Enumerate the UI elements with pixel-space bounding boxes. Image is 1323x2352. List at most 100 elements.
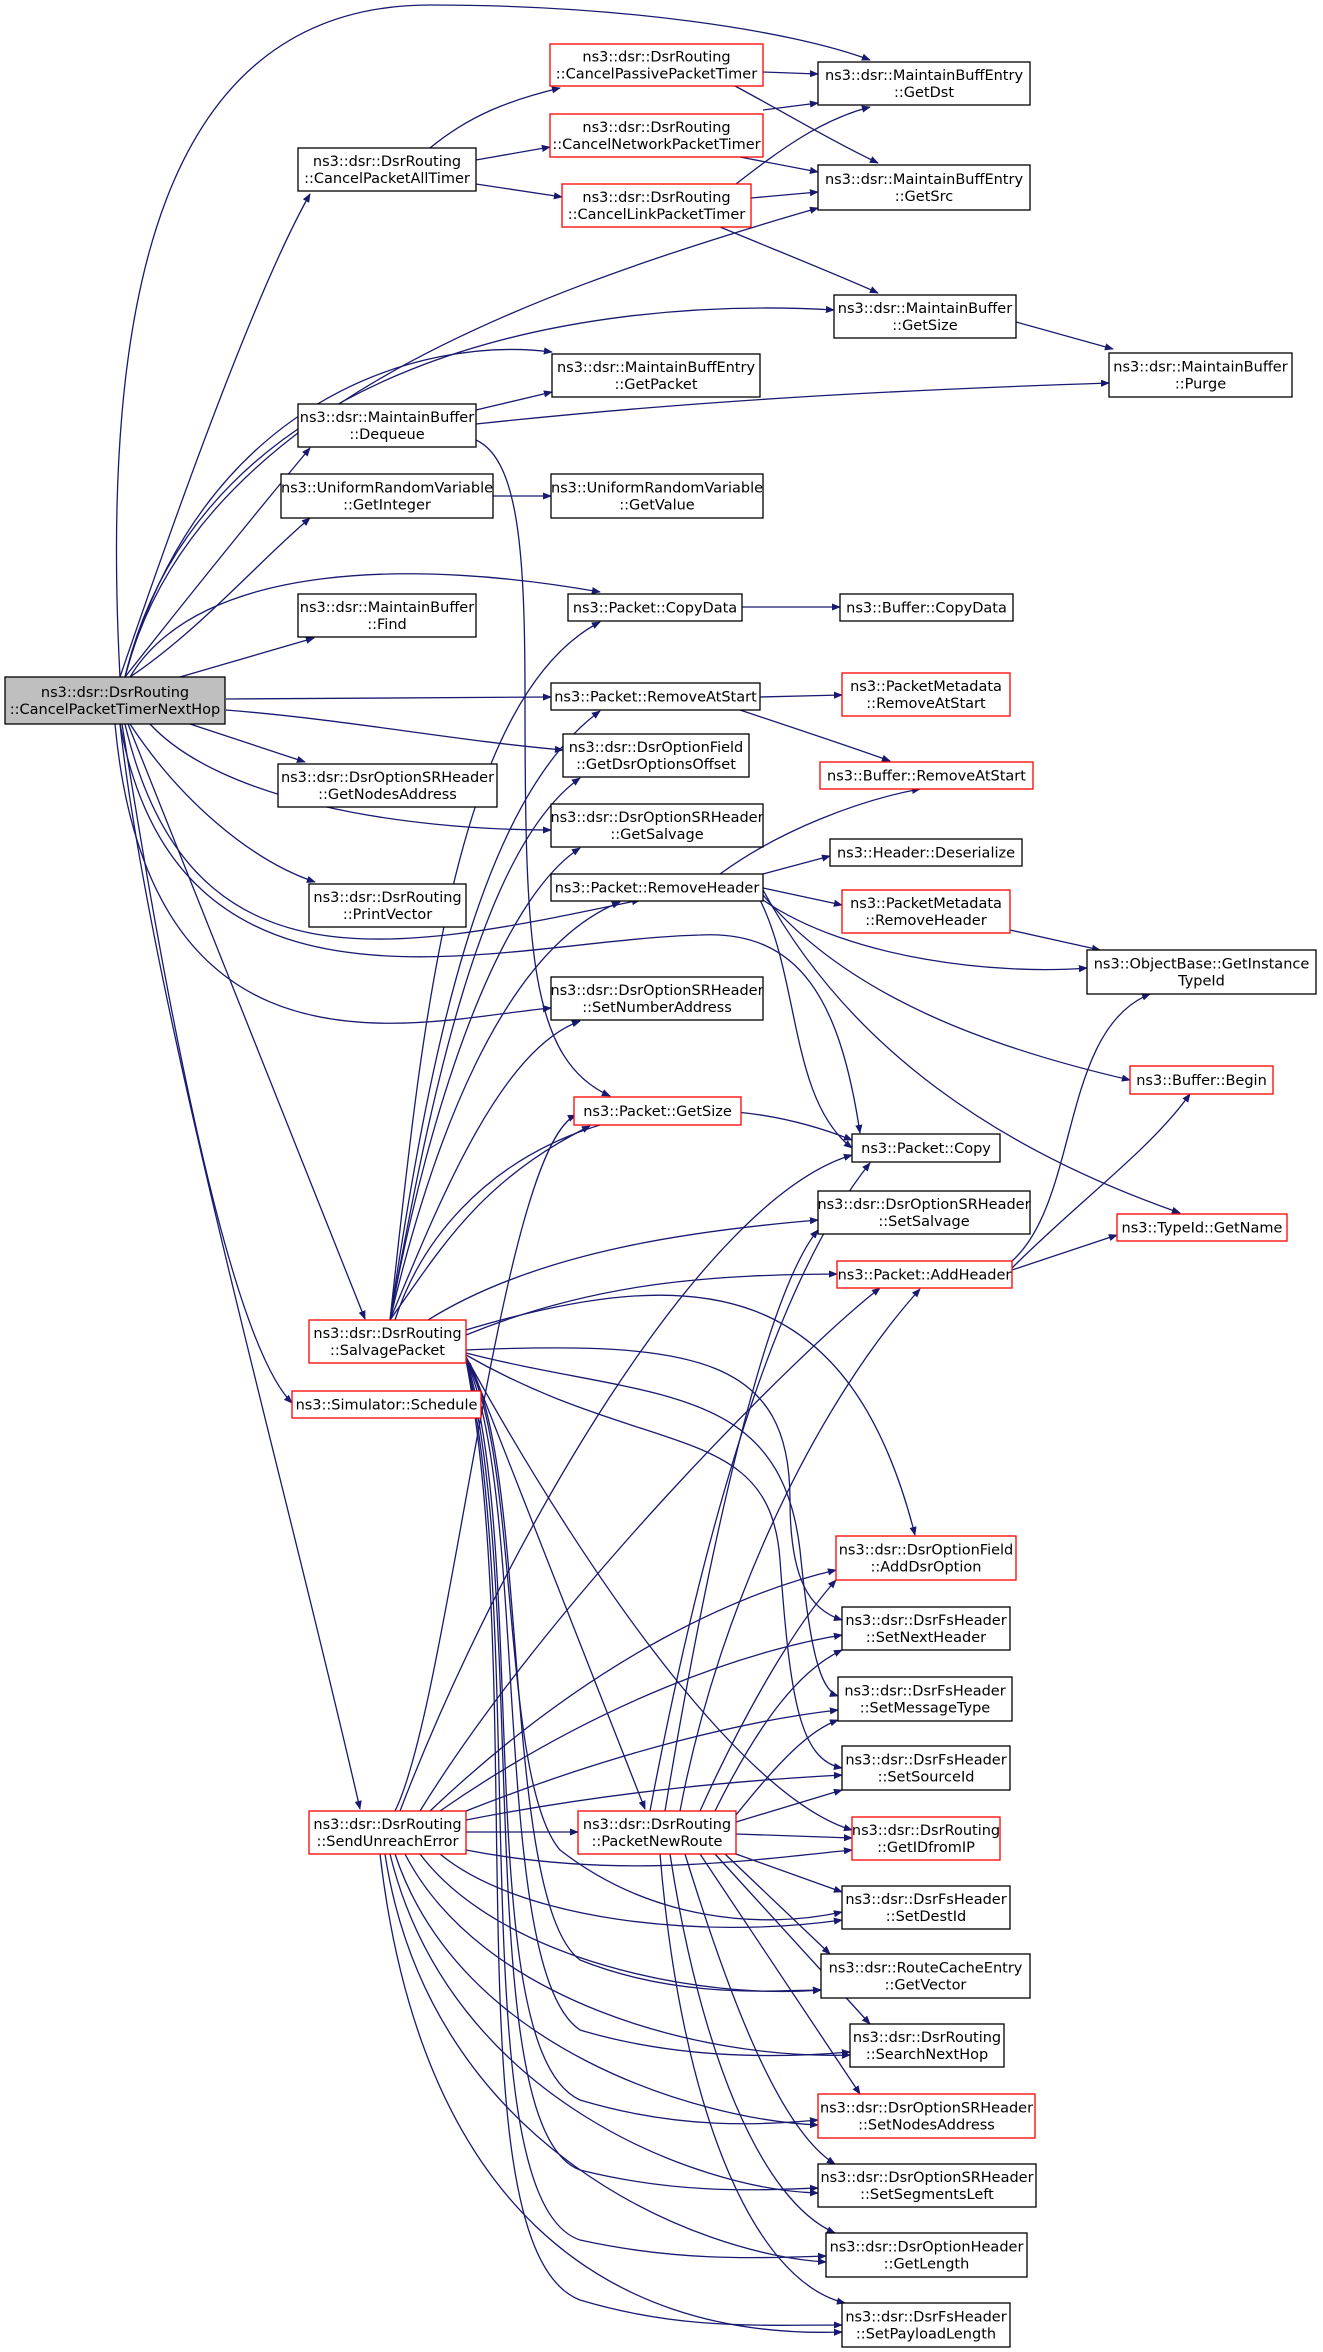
function-nodes: ns3::dsr::DsrRouting::CancelPacketTimerN… — [4, 43, 1317, 2348]
function-node-salvage[interactable]: ns3::dsr::DsrRouting::SalvagePacket — [308, 1319, 467, 1364]
call-edge-pkt_ras-to-pm_ras — [759, 691, 843, 699]
function-node-fs-src[interactable]: ns3::dsr::DsrFsHeader::SetSourceId — [841, 1745, 1011, 1791]
node-label-line: ns3::dsr::DsrRouting — [583, 1817, 731, 1833]
call-edge-cnpt-to-mbe_src — [739, 156, 819, 175]
call-edge-unreach-to-pkt_copy — [399, 1153, 853, 1812]
function-node-mb-deq[interactable]: ns3::dsr::MaintainBuffer::Dequeue — [297, 403, 477, 448]
node-label-line: ns3::Simulator::Schedule — [296, 1398, 478, 1414]
node-label-line: ::Dequeue — [349, 427, 424, 443]
function-node-sr-setnum[interactable]: ns3::dsr::DsrOptionSRHeader::SetNumberAd… — [550, 976, 764, 1021]
function-node-pkt-ras[interactable]: ns3::Packet::RemoveAtStart — [550, 682, 761, 711]
node-label-line: ::GetIDfromIP — [877, 1840, 975, 1856]
node-label-line: ns3::PacketMetadata — [850, 679, 1002, 695]
function-node-pkt-addhdr[interactable]: ns3::Packet::AddHeader — [836, 1260, 1013, 1289]
function-node-mb-find[interactable]: ns3::dsr::MaintainBuffer::Find — [297, 593, 477, 638]
function-node-pkt-copy[interactable]: ns3::Packet::Copy — [851, 1133, 1001, 1163]
call-edge-salvage-to-pkt_addhdr — [465, 1270, 838, 1336]
function-node-pkt-getsize[interactable]: ns3::Packet::GetSize — [573, 1096, 742, 1126]
node-label-line: ::GetValue — [619, 498, 695, 514]
node-label-line: ns3::Buffer::RemoveAtStart — [827, 769, 1026, 785]
call-edge-mb_deq-to-mbe_pkt — [475, 390, 553, 411]
function-node-cnpt[interactable]: ns3::dsr::DsrRouting::CancelNetworkPacke… — [549, 113, 764, 158]
function-node-getid[interactable]: ns3::dsr::DsrRouting::GetIDfromIP — [851, 1816, 1001, 1861]
call-edge-salvage-to-sr_setsalv — [427, 1217, 819, 1321]
call-edge-salvage-to-pkt_getsize — [389, 1125, 591, 1321]
node-label-line: ns3::dsr::DsrOptionSRHeader — [820, 2101, 1033, 2117]
function-node-fs-msg[interactable]: ns3::dsr::DsrFsHeader::SetMessageType — [837, 1676, 1013, 1722]
call-edge-cnpt-to-mbe_dst — [762, 100, 819, 111]
node-label-line: ns3::dsr::DsrOptionSRHeader — [817, 1197, 1030, 1213]
call-edge-cpat-to-clpt — [475, 183, 563, 200]
function-node-fs-next[interactable]: ns3::dsr::DsrFsHeader::SetNextHeader — [841, 1606, 1011, 1651]
function-node-cppt[interactable]: ns3::dsr::DsrRouting::CancelPassivePacke… — [549, 43, 764, 87]
call-edge-salvage-to-fs_paylen — [465, 1359, 843, 2329]
function-node-rce-vec[interactable]: ns3::dsr::RouteCacheEntry::GetVector — [820, 1953, 1031, 1999]
node-label-line: ns3::dsr::RouteCacheEntry — [829, 1961, 1023, 1977]
node-label-line: ::GetDst — [894, 85, 954, 101]
function-node-buf-ras[interactable]: ns3::Buffer::RemoveAtStart — [819, 761, 1034, 790]
function-node-pm-ras[interactable]: ns3::PacketMetadata::RemoveAtStart — [841, 672, 1011, 717]
call-edge-newroute-to-pkt_copy — [649, 1162, 871, 1812]
node-label-line: ns3::dsr::DsrRouting — [313, 1326, 461, 1342]
function-node-buf-copydata[interactable]: ns3::Buffer::CopyData — [839, 593, 1014, 622]
node-label-line: ns3::dsr::MaintainBuffer — [300, 410, 474, 426]
function-node-hdr-deser[interactable]: ns3::Header::Deserialize — [829, 838, 1023, 867]
node-label-line: ::GetVector — [885, 1978, 967, 1994]
call-edge-clpt-to-mbe_dst — [735, 105, 871, 185]
function-node-sr-setsalv[interactable]: ns3::dsr::DsrOptionSRHeader::SetSalvage — [817, 1190, 1031, 1235]
function-node-tid-name[interactable]: ns3::TypeId::GetName — [1116, 1213, 1288, 1242]
function-node-pkt-rmhdr[interactable]: ns3::Packet::RemoveHeader — [550, 873, 764, 902]
node-label-line: ::SetNextHeader — [866, 1630, 986, 1646]
function-node-fs-paylen[interactable]: ns3::dsr::DsrFsHeader::SetPayloadLength — [841, 2302, 1011, 2348]
call-edge-salvage-to-dof_off — [389, 777, 581, 1321]
node-label-line: ns3::dsr::DsrRouting — [582, 120, 730, 136]
function-node-cpat[interactable]: ns3::dsr::DsrRouting::CancelPacketAllTim… — [297, 147, 477, 192]
node-label-line: ns3::dsr::MaintainBuffEntry — [557, 360, 756, 376]
call-edge-salvage-to-pkt_ras — [389, 710, 601, 1321]
node-label-line: ns3::dsr::DsrOptionField — [839, 1543, 1014, 1559]
call-edge-newroute-to-sr_setseg — [684, 1853, 836, 2165]
function-node-mb-purge[interactable]: ns3::dsr::MaintainBuffer::Purge — [1108, 352, 1293, 398]
function-node-mbe-dst[interactable]: ns3::dsr::MaintainBuffEntry::GetDst — [817, 61, 1031, 106]
function-node-unreach[interactable]: ns3::dsr::DsrRouting::SendUnreachError — [308, 1810, 467, 1855]
function-node-printvec[interactable]: ns3::dsr::DsrRouting::PrintVector — [308, 883, 467, 928]
function-node-sr-setseg[interactable]: ns3::dsr::DsrOptionSRHeader::SetSegments… — [817, 2163, 1037, 2208]
function-node-dof-add[interactable]: ns3::dsr::DsrOptionField::AddDsrOption — [835, 1535, 1017, 1581]
node-label-line: ::CancelNetworkPacketTimer — [552, 137, 760, 153]
function-node-oh-len[interactable]: ns3::dsr::DsrOptionHeader::GetLength — [825, 2232, 1028, 2278]
call-edge-root-to-mb_size — [124, 305, 835, 678]
function-node-mb-size[interactable]: ns3::dsr::MaintainBuffer::GetSize — [833, 294, 1017, 339]
function-node-pkt-copydata[interactable]: ns3::Packet::CopyData — [567, 593, 743, 622]
function-node-sim-sched[interactable]: ns3::Simulator::Schedule — [291, 1390, 482, 1419]
function-node-sr-getsalv[interactable]: ns3::dsr::DsrOptionSRHeader::GetSalvage — [550, 803, 764, 848]
function-node-buf-begin[interactable]: ns3::Buffer::Begin — [1129, 1065, 1274, 1095]
node-label-line: ns3::Packet::GetSize — [583, 1104, 732, 1120]
node-label-line: ns3::PacketMetadata — [850, 896, 1002, 912]
call-edge-unreach-to-fs_next — [439, 1632, 843, 1812]
node-label-line: ::RemoveHeader — [865, 913, 986, 929]
node-label-line: ns3::Header::Deserialize — [837, 846, 1015, 862]
function-node-mbe-pkt[interactable]: ns3::dsr::MaintainBuffEntry::GetPacket — [551, 353, 761, 398]
function-node-pm-rmhdr[interactable]: ns3::PacketMetadata::RemoveHeader — [841, 889, 1011, 934]
function-node-urv-int[interactable]: ns3::UniformRandomVariable::GetInteger — [280, 473, 494, 519]
function-node-urv-val[interactable]: ns3::UniformRandomVariable::GetValue — [550, 473, 764, 519]
function-node-root[interactable]: ns3::dsr::DsrRouting::CancelPacketTimerN… — [4, 676, 226, 725]
call-edge-unreach-to-rce_vec — [419, 1853, 822, 1995]
function-node-clpt[interactable]: ns3::dsr::DsrRouting::CancelLinkPacketTi… — [561, 183, 752, 228]
call-edge-unreach-to-snh — [404, 1853, 851, 2059]
node-label-line: ::SetSalvage — [878, 1214, 969, 1230]
call-edge-salvage-to-getid — [465, 1356, 853, 1832]
function-node-newroute[interactable]: ns3::dsr::DsrRouting::PacketNewRoute — [577, 1810, 737, 1855]
call-edge-salvage-to-sr_getsalv — [389, 847, 581, 1321]
function-node-mbe-src[interactable]: ns3::dsr::MaintainBuffEntry::GetSrc — [817, 164, 1031, 211]
function-node-fs-dest[interactable]: ns3::dsr::DsrFsHeader::SetDestId — [841, 1885, 1011, 1930]
function-node-dof-off[interactable]: ns3::dsr::DsrOptionField::GetDsrOptionsO… — [562, 733, 750, 778]
node-label-line: ::Purge — [1175, 377, 1226, 393]
node-label-line: ns3::dsr::DsrFsHeader — [844, 1684, 1005, 1700]
function-node-sr-setnodes[interactable]: ns3::dsr::DsrOptionSRHeader::SetNodesAdd… — [817, 2093, 1036, 2139]
function-node-snh[interactable]: ns3::dsr::DsrRouting::SearchNextHop — [849, 2023, 1005, 2068]
function-node-sr-getnodes[interactable]: ns3::dsr::DsrOptionSRHeader::GetNodesAdd… — [277, 763, 498, 808]
node-label-line: ns3::dsr::DsrRouting — [313, 1817, 461, 1833]
